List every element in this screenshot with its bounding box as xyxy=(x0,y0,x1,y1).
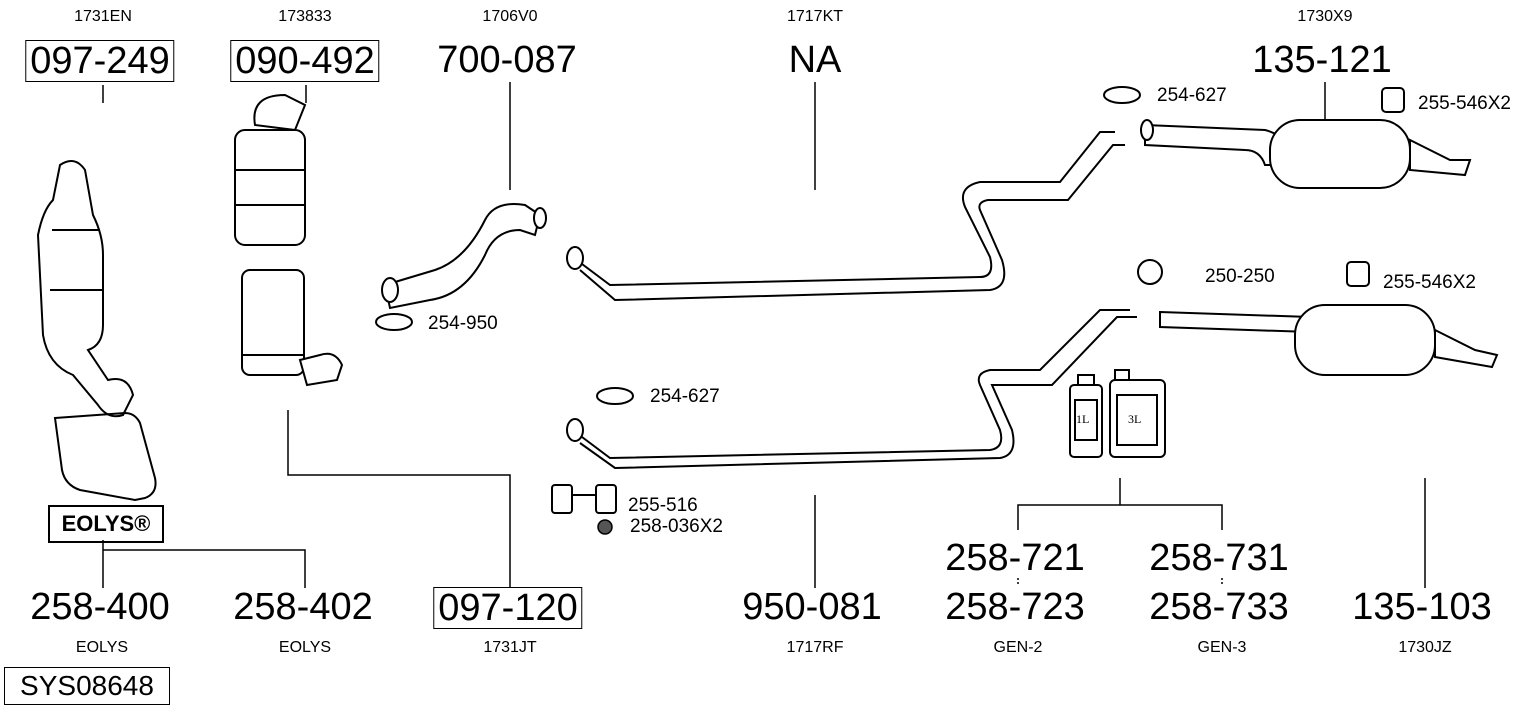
bottle-label-3l: 3L xyxy=(1128,412,1142,426)
catalyst-090-492 xyxy=(234,93,344,387)
accessory-nut-label[interactable]: 258-036X2 xyxy=(630,516,723,537)
eolys-tank xyxy=(53,411,157,502)
middle-pipe-upper xyxy=(566,131,1125,302)
ref-label: 1731EN xyxy=(74,8,132,25)
accessory-hanger-label[interactable]: 255-546X2 xyxy=(1383,272,1476,293)
part-number-950-081[interactable]: 950-081 xyxy=(742,586,882,628)
catalyst-097-249 xyxy=(36,160,135,418)
ref-label: 173833 xyxy=(278,8,332,25)
part-number-258-721[interactable]: 258-721 xyxy=(945,537,1085,579)
part-number-700-087[interactable]: 700-087 xyxy=(437,39,577,81)
part-number-258-400[interactable]: 258-400 xyxy=(30,586,170,628)
part-number-090-492[interactable]: 090-492 xyxy=(230,40,380,82)
ref-label: 1731JT xyxy=(483,639,537,656)
bottle-label-1l: 1L xyxy=(1076,412,1090,426)
clamp-icons xyxy=(375,86,1163,405)
eolys-logo: EOLYS® xyxy=(48,505,164,543)
part-number-135-121[interactable]: 135-121 xyxy=(1252,39,1392,81)
ref-label: 1717RF xyxy=(786,639,844,656)
part-number-135-103[interactable]: 135-103 xyxy=(1352,586,1492,628)
part-number-258-731[interactable]: 258-731 xyxy=(1149,537,1289,579)
hanger-icons xyxy=(551,87,1405,514)
part-number-097-120[interactable]: 097-120 xyxy=(433,587,583,629)
ref-label: 1717KT xyxy=(786,8,844,25)
ref-label: GEN-2 xyxy=(993,639,1043,656)
rear-silencer-upper xyxy=(1140,119,1472,189)
middle-pipe-lower xyxy=(566,309,1137,470)
part-number-na: NA xyxy=(788,39,842,81)
fluid-bottles xyxy=(1069,369,1166,458)
nut-icon xyxy=(597,519,613,535)
leader-lines xyxy=(102,82,1426,588)
ref-label: 1730X9 xyxy=(1297,8,1353,25)
front-pipe-700-087 xyxy=(381,203,547,310)
accessory-clamp-label[interactable]: 250-250 xyxy=(1205,266,1275,287)
ref-label: GEN-3 xyxy=(1197,639,1247,656)
part-number-097-249[interactable]: 097-249 xyxy=(25,40,175,82)
accessory-clamp-label[interactable]: 254-950 xyxy=(428,313,498,334)
accessory-clamp-label[interactable]: 254-627 xyxy=(1157,85,1227,106)
ref-label: 1730JZ xyxy=(1398,639,1452,656)
accessory-mount-label[interactable]: 255-516 xyxy=(628,495,698,516)
ref-label: EOLYS xyxy=(278,639,332,656)
rear-silencer-lower xyxy=(1159,304,1499,376)
system-id: SYS08648 xyxy=(4,667,170,705)
accessory-clamp-label[interactable]: 254-627 xyxy=(650,386,720,407)
ref-label: EOLYS xyxy=(75,639,129,656)
part-number-258-402[interactable]: 258-402 xyxy=(233,586,373,628)
accessory-hanger-label[interactable]: 255-546X2 xyxy=(1418,93,1511,114)
part-number-258-733[interactable]: 258-733 xyxy=(1149,586,1289,628)
ref-label: 1706V0 xyxy=(482,8,538,25)
part-number-258-723[interactable]: 258-723 xyxy=(945,586,1085,628)
